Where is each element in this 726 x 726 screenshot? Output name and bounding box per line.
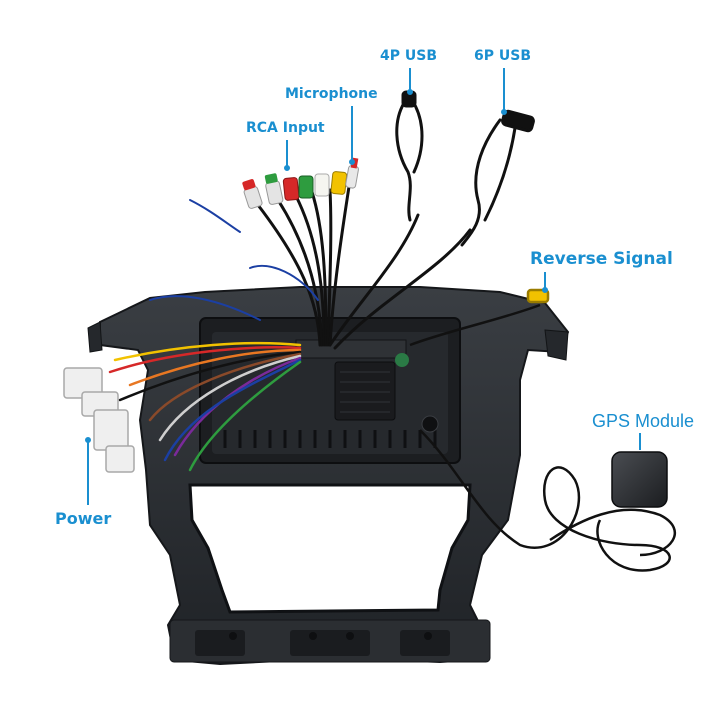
power-connectors — [63, 367, 135, 473]
usb-4p-cable — [328, 90, 424, 347]
power-label: Power — [55, 509, 112, 528]
reverse-signal-label: Reverse Signal — [530, 249, 673, 269]
rca-plug-icon — [242, 157, 359, 209]
usb-6p-label: 6P USB — [474, 48, 531, 64]
gps-module-label: GPS Module — [592, 411, 695, 431]
leader-lines — [85, 68, 641, 505]
usb-6p-cable — [333, 109, 535, 350]
rca-input-label: RCA Input — [246, 120, 325, 136]
head-unit — [199, 317, 461, 464]
rca-cable-bundle — [189, 178, 352, 347]
reverse-signal-cable — [409, 288, 550, 347]
microphone-label: Microphone — [285, 86, 378, 102]
gps-module — [419, 429, 676, 572]
power-harness — [108, 295, 302, 472]
usb-4p-label: 4P USB — [380, 48, 437, 64]
